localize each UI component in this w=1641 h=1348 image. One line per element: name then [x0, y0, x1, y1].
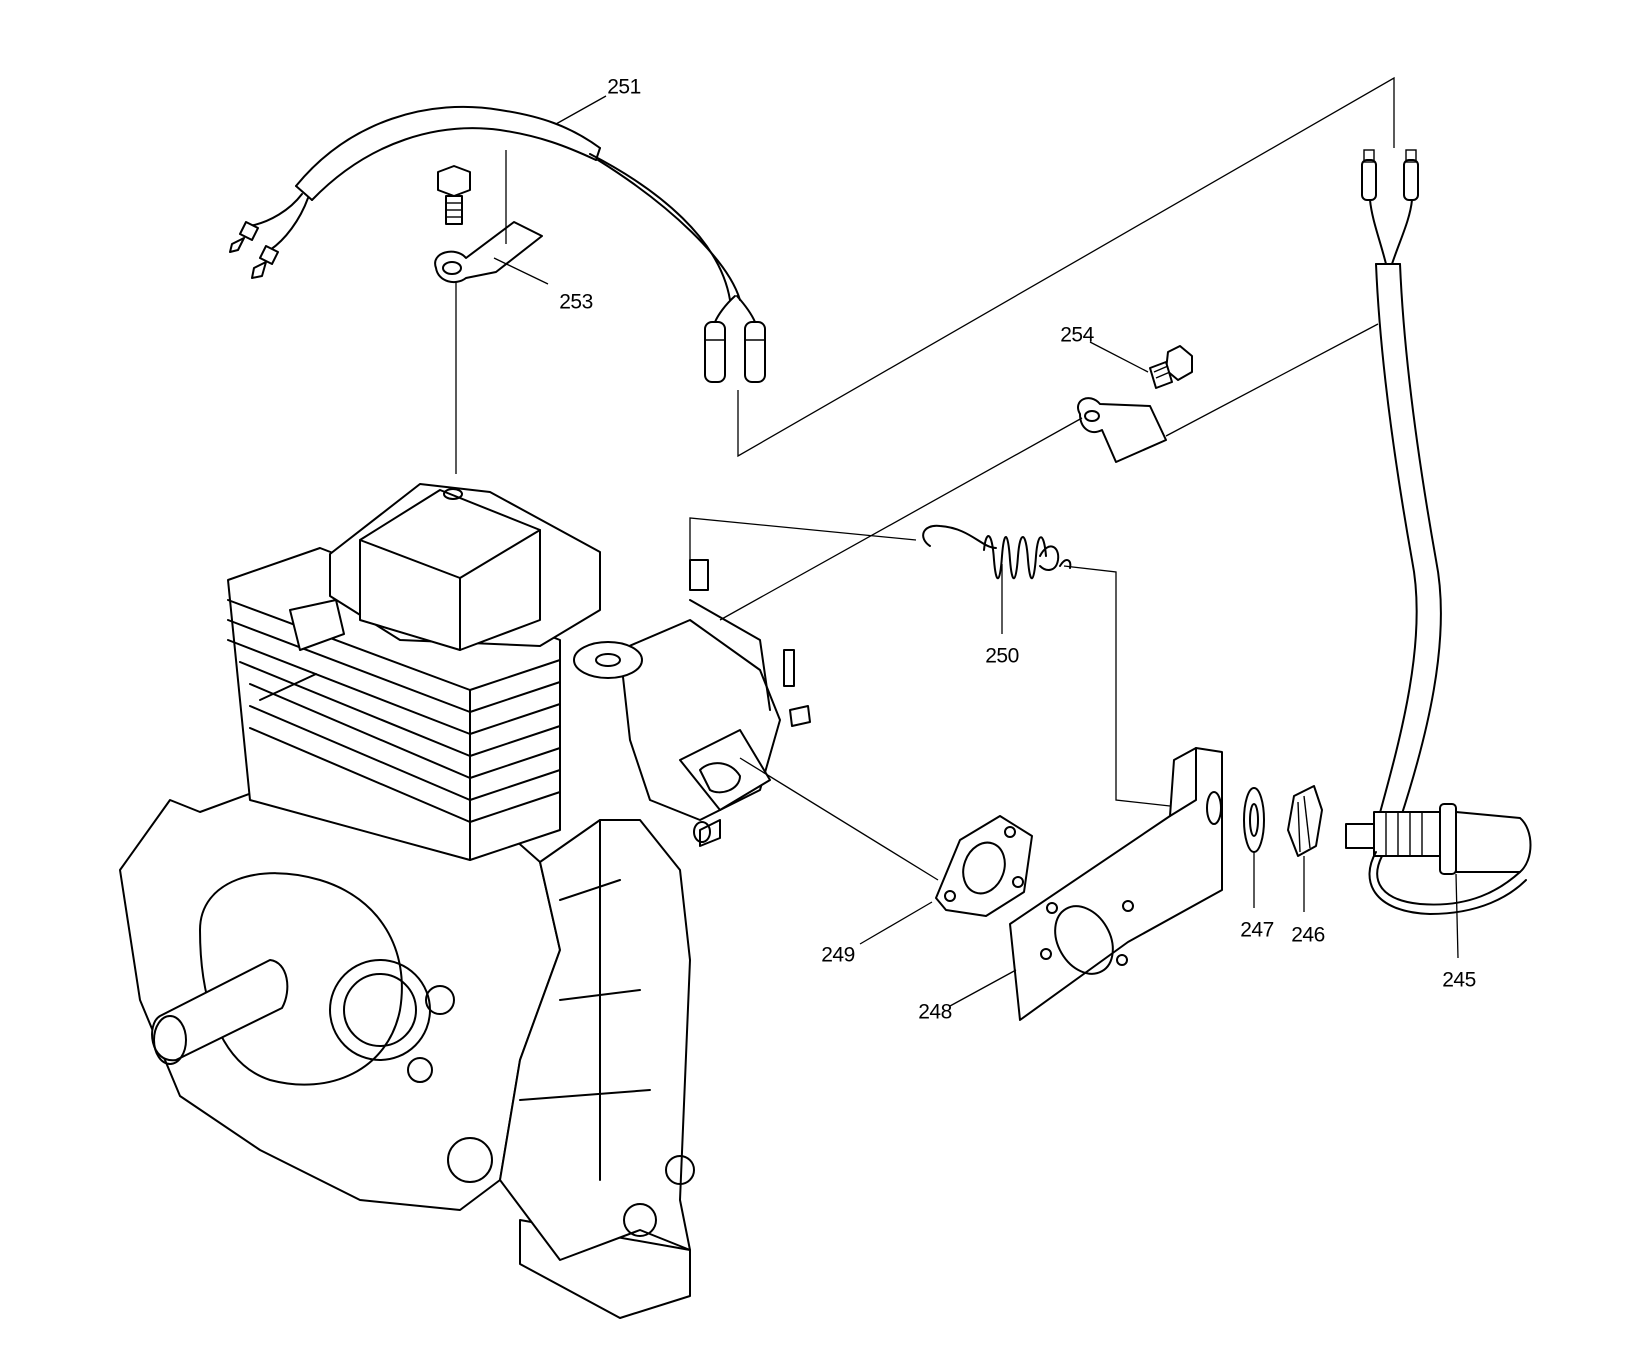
- washer-247: [1243, 787, 1265, 853]
- part-number-245: 245: [1442, 968, 1476, 992]
- bolt-254: [1149, 345, 1193, 389]
- engine-assembly: [119, 483, 811, 1319]
- bolt-small: [437, 165, 471, 225]
- sensor-cable-245: [1345, 149, 1532, 915]
- part-number-248: 248: [918, 1000, 952, 1024]
- hex-nut-246: [1287, 785, 1323, 857]
- part-number-247: 247: [1240, 918, 1274, 942]
- part-number-251: 251: [607, 75, 641, 99]
- mounting-bracket-248: [1009, 747, 1223, 1021]
- wire-harness-251: [229, 105, 766, 383]
- ground-lug: [1077, 397, 1167, 463]
- spring-250: [922, 524, 1072, 580]
- part-number-253: 253: [559, 290, 593, 314]
- ground-terminal-253: [434, 221, 543, 284]
- gasket-249: [935, 815, 1033, 917]
- part-number-246: 246: [1291, 923, 1325, 947]
- part-number-250: 250: [985, 644, 1019, 668]
- part-number-254: 254: [1060, 323, 1094, 347]
- assembly-leader-lines: [455, 76, 1459, 1007]
- part-number-249: 249: [821, 943, 855, 967]
